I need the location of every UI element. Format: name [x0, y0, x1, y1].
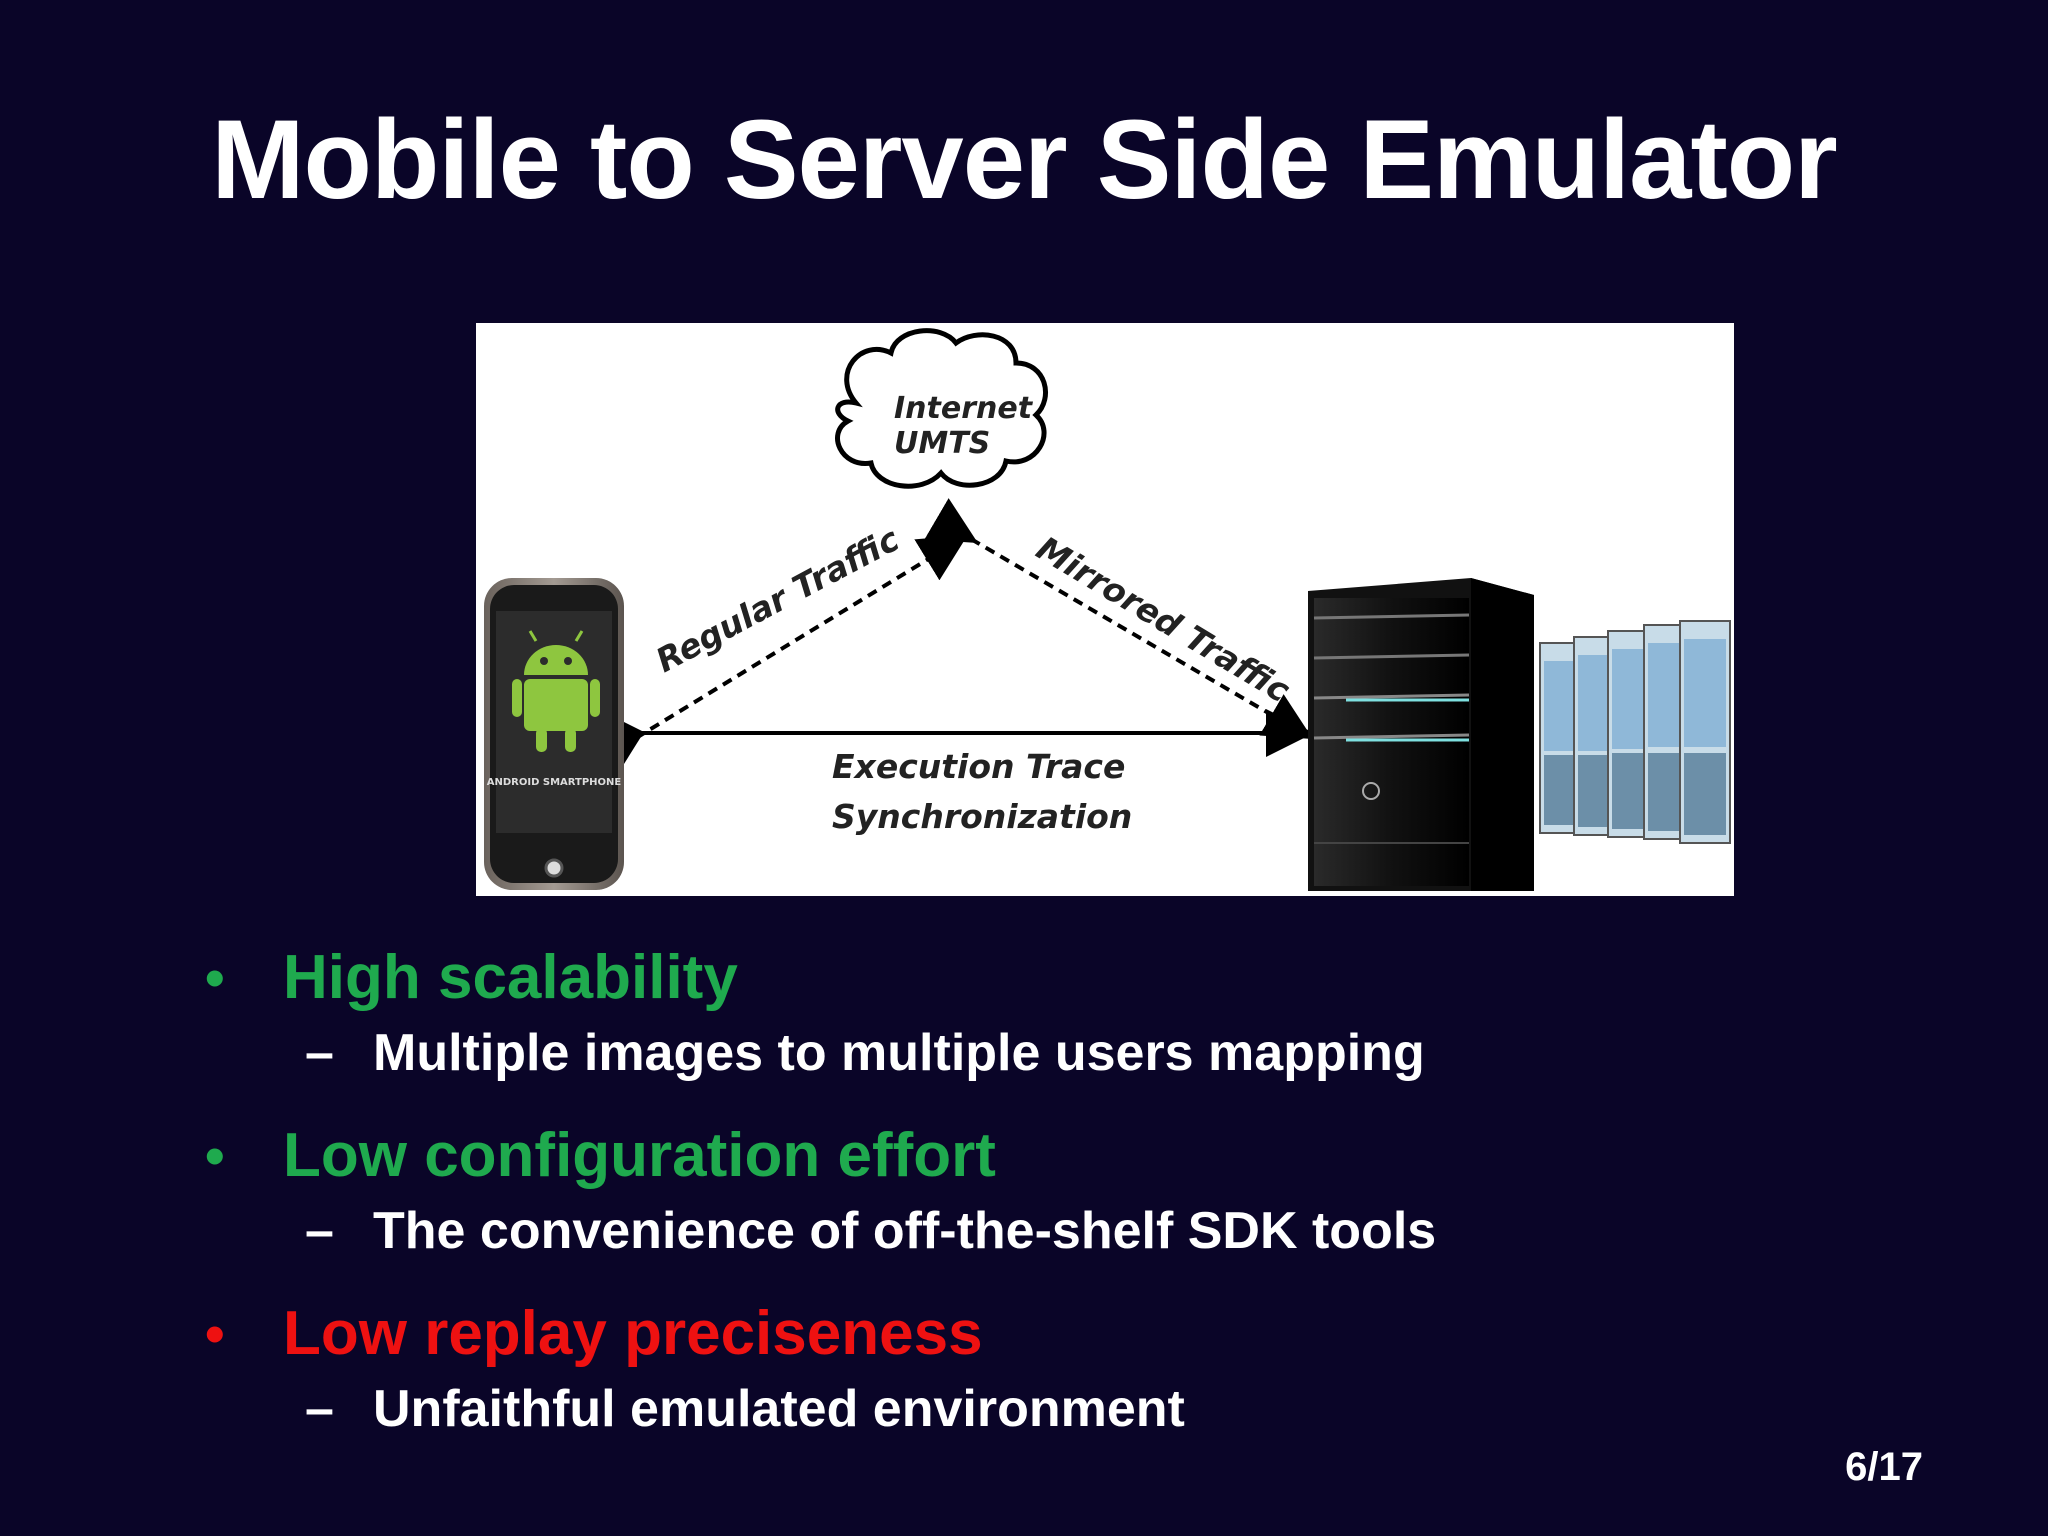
cloud-label-line1: Internet [894, 391, 1034, 426]
sub-bullet-1: – Multiple images to multiple users mapp… [205, 1021, 1905, 1113]
sub-bullet-2: – The convenience of off-the-shelf SDK t… [205, 1199, 1905, 1291]
phone-caption: ANDROID SMARTPHONE [487, 777, 622, 788]
android-phone-icon: ANDROID SMARTPHONE [484, 578, 624, 890]
slide-title: Mobile to Server Side Emulator [211, 97, 1838, 222]
cloud-label-line2: UMTS [894, 426, 990, 461]
bullet-marker: • [205, 946, 225, 1009]
sub-bullet-marker: – [305, 1202, 334, 1260]
bullet-3: • Low replay preciseness [205, 1291, 1905, 1377]
bullet-2-text: Low configuration effort [283, 1121, 996, 1190]
emulator-windows-icon [1539, 620, 1731, 844]
mirrored-traffic-label: Mirrored Traffic [1030, 528, 1297, 710]
bullet-1: • High scalability [205, 935, 1905, 1021]
bullet-marker: • [205, 1302, 225, 1365]
bullet-list: • High scalability – Multiple images to … [205, 935, 1905, 1469]
mirrored-traffic-arrow [924, 498, 1313, 740]
cloud-icon [835, 328, 1048, 489]
sub-bullet-marker: – [305, 1380, 334, 1438]
bullet-2: • Low configuration effort [205, 1113, 1905, 1199]
bullet-1-text: High scalability [283, 943, 738, 1012]
sync-label-line2: Synchronization [832, 797, 1132, 836]
regular-traffic-arrow [589, 534, 968, 780]
bullet-3-text: Low replay preciseness [283, 1299, 983, 1368]
sub-bullet-3-text: Unfaithful emulated environment [373, 1380, 1185, 1438]
page-number: 6/17 [1845, 1445, 1923, 1489]
architecture-diagram: Internet UMTS Regular Traffic Mirrored T… [476, 323, 1734, 896]
sub-bullet-2-text: The convenience of off-the-shelf SDK too… [373, 1202, 1437, 1260]
bullet-marker: • [205, 1124, 225, 1187]
sub-bullet-marker: – [305, 1024, 334, 1082]
server-icon [1308, 578, 1534, 891]
sub-bullet-3: – Unfaithful emulated environment [205, 1377, 1905, 1469]
regular-traffic-label: Regular Traffic [649, 519, 905, 680]
sync-label-line1: Execution Trace [832, 747, 1125, 786]
sub-bullet-1-text: Multiple images to multiple users mappin… [373, 1024, 1425, 1082]
